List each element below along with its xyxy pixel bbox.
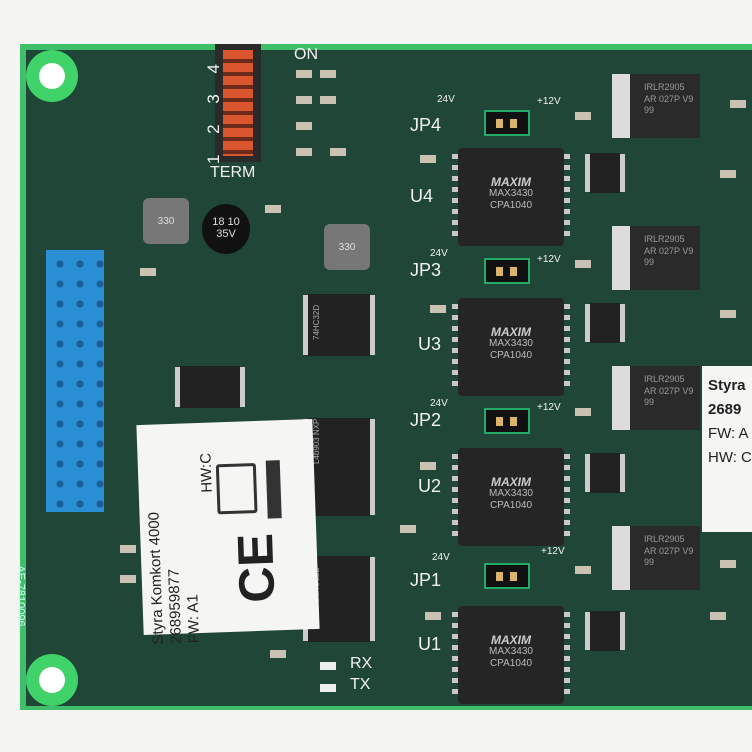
small-ic: [590, 303, 620, 343]
resistor: [140, 268, 156, 276]
jp1-label: JP1: [410, 570, 442, 590]
on-label: ON: [294, 46, 318, 63]
weee-bin-icon: [215, 462, 258, 515]
dip-switch[interactable]: [215, 44, 261, 162]
label-serial: 2689: [708, 401, 742, 418]
tx-led: [320, 684, 336, 692]
small-ic: [590, 153, 620, 193]
resistor: [575, 260, 591, 268]
resistor: [710, 612, 726, 620]
u1-label: U1: [418, 634, 442, 654]
electrolytic-capacitor: 18 10 35V: [202, 204, 250, 254]
resistor: [720, 310, 736, 318]
rx-label: RX: [350, 655, 373, 672]
switch-numbers: 1 2 3 4: [204, 56, 223, 164]
resistor: [120, 545, 136, 553]
weee-bar-icon: [265, 460, 282, 519]
voltage-label: 24V: [430, 248, 448, 259]
resistor: [575, 566, 591, 574]
voltage-label: 24V: [432, 552, 450, 563]
mounting-hole: [26, 654, 78, 706]
rx-led: [320, 662, 336, 670]
label-hw: HW:C: [197, 452, 216, 493]
label-title: Styra: [708, 377, 746, 394]
resistor: [265, 205, 281, 213]
resistor: [296, 122, 312, 130]
label-fw: FW: A: [708, 425, 749, 442]
resistor: [270, 650, 286, 658]
resistor: [430, 305, 446, 313]
resistor: [720, 170, 736, 178]
term-label: TERM: [210, 164, 256, 181]
small-ic: [180, 366, 240, 408]
jp3-label: JP3: [410, 260, 442, 280]
tx-label: TX: [350, 676, 371, 693]
voltage-label: +12V: [541, 546, 565, 557]
logic-ic: L4b903 NXP: [308, 418, 370, 516]
voltage-label: +12V: [537, 96, 561, 107]
voltage-label: 24V: [430, 398, 448, 409]
jumper[interactable]: [484, 408, 530, 434]
voltage-label: 24V: [437, 94, 455, 105]
small-ic: [590, 611, 620, 651]
ce-mark: CE: [226, 532, 286, 604]
jp4-label: JP4: [410, 115, 442, 135]
resistor: [120, 575, 136, 583]
resistor: [320, 70, 336, 78]
jp2-label: JP2: [410, 410, 442, 430]
pin-header-connector[interactable]: [46, 250, 104, 512]
resistor: [296, 96, 312, 104]
resistor: [400, 525, 416, 533]
product-label-right: Styra 2689 FW: A HW: C: [702, 366, 752, 532]
u2-label: U2: [418, 476, 442, 496]
jumper[interactable]: [484, 258, 530, 284]
resistor: [420, 155, 436, 163]
logic-ic: 74HC32D: [308, 294, 370, 356]
u4-label: U4: [410, 186, 434, 206]
small-ic: [590, 453, 620, 493]
resistor: [296, 70, 312, 78]
resistor: [420, 462, 436, 470]
resistor: [330, 148, 346, 156]
jumper[interactable]: [484, 563, 530, 589]
inductor: 330: [143, 198, 189, 244]
voltage-label: +12V: [537, 254, 561, 265]
resistor: [575, 408, 591, 416]
resistor: [575, 112, 591, 120]
mounting-hole: [26, 50, 78, 102]
inductor: 330: [324, 224, 370, 270]
resistor: [720, 560, 736, 568]
jumper[interactable]: [484, 110, 530, 136]
product-label: Styra Komkort 4000 268959877 FW: A1 HW:C…: [136, 418, 320, 645]
resistor: [320, 96, 336, 104]
resistor: [425, 612, 441, 620]
u3-label: U3: [418, 334, 442, 354]
board-id: AE-7810096: [14, 565, 27, 627]
label-hw: HW: C: [708, 449, 752, 466]
voltage-label: +12V: [537, 402, 561, 413]
resistor: [296, 148, 312, 156]
resistor: [730, 100, 746, 108]
